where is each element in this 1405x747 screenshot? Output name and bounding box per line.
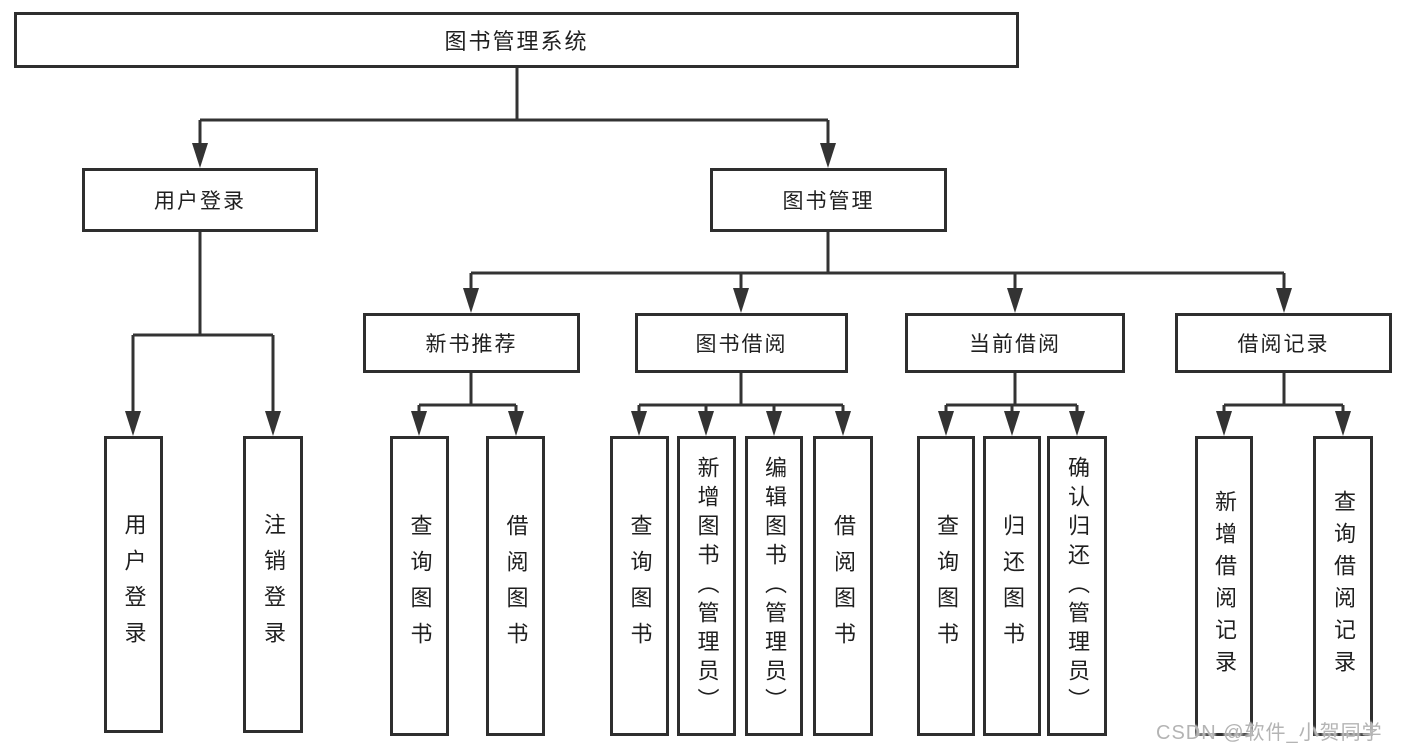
node-label: 新书推荐 [425,333,518,356]
node-current-borrowing: 当前借阅 [905,313,1125,373]
node-edit-books-admin: 编辑图书（管理员） [745,436,803,736]
node-label: 归还图书 [1000,514,1025,658]
node-label: 图书管理系统 [444,29,589,54]
node-label: 用户登录 [154,190,246,213]
node-borrow-books-leaf: 借阅图书 [813,436,873,736]
node-query-books-current: 查询图书 [917,436,975,736]
node-label: 查询图书 [934,514,959,658]
node-book-management: 图书管理 [710,168,947,232]
node-label: 新增图书（管理员） [694,455,720,717]
node-label: 查询图书 [407,514,433,658]
node-label: 图书借阅 [695,333,788,356]
node-new-book-recommendation: 新书推荐 [363,313,580,373]
node-return-books: 归还图书 [983,436,1041,736]
node-query-borrow-record: 查询借阅记录 [1313,436,1373,736]
node-query-books-borrowing: 查询图书 [610,436,669,736]
node-label: 查询图书 [627,514,653,658]
node-label: 用户登录 [121,512,147,657]
node-logout: 注销登录 [243,436,303,733]
node-borrow-books-recommend: 借阅图书 [486,436,545,736]
node-library-management-system: 图书管理系统 [14,12,1019,68]
node-add-borrow-record: 新增借阅记录 [1195,436,1253,736]
node-label: 当前借阅 [969,333,1061,356]
csdn-watermark: CSDN @软件_小贺同学 [1156,722,1383,744]
node-label: 图书管理 [782,190,875,213]
node-add-books-admin: 新增图书（管理员） [677,436,736,736]
node-label: 查询借阅记录 [1331,490,1356,682]
node-borrowing-records: 借阅记录 [1175,313,1392,373]
node-user-login: 用户登录 [82,168,318,232]
node-label: 借阅图书 [831,514,856,658]
node-label: 确认归还（管理员） [1065,455,1090,717]
node-label: 借阅图书 [503,514,529,658]
node-query-books-recommend: 查询图书 [390,436,449,736]
node-label: 注销登录 [261,512,286,657]
node-confirm-return-admin: 确认归还（管理员） [1047,436,1107,736]
node-label: 编辑图书（管理员） [762,455,787,717]
node-label: 新增借阅记录 [1212,490,1237,682]
node-label: 借阅记录 [1237,333,1330,356]
node-user-login-leaf: 用户登录 [104,436,163,733]
node-book-borrowing: 图书借阅 [635,313,848,373]
